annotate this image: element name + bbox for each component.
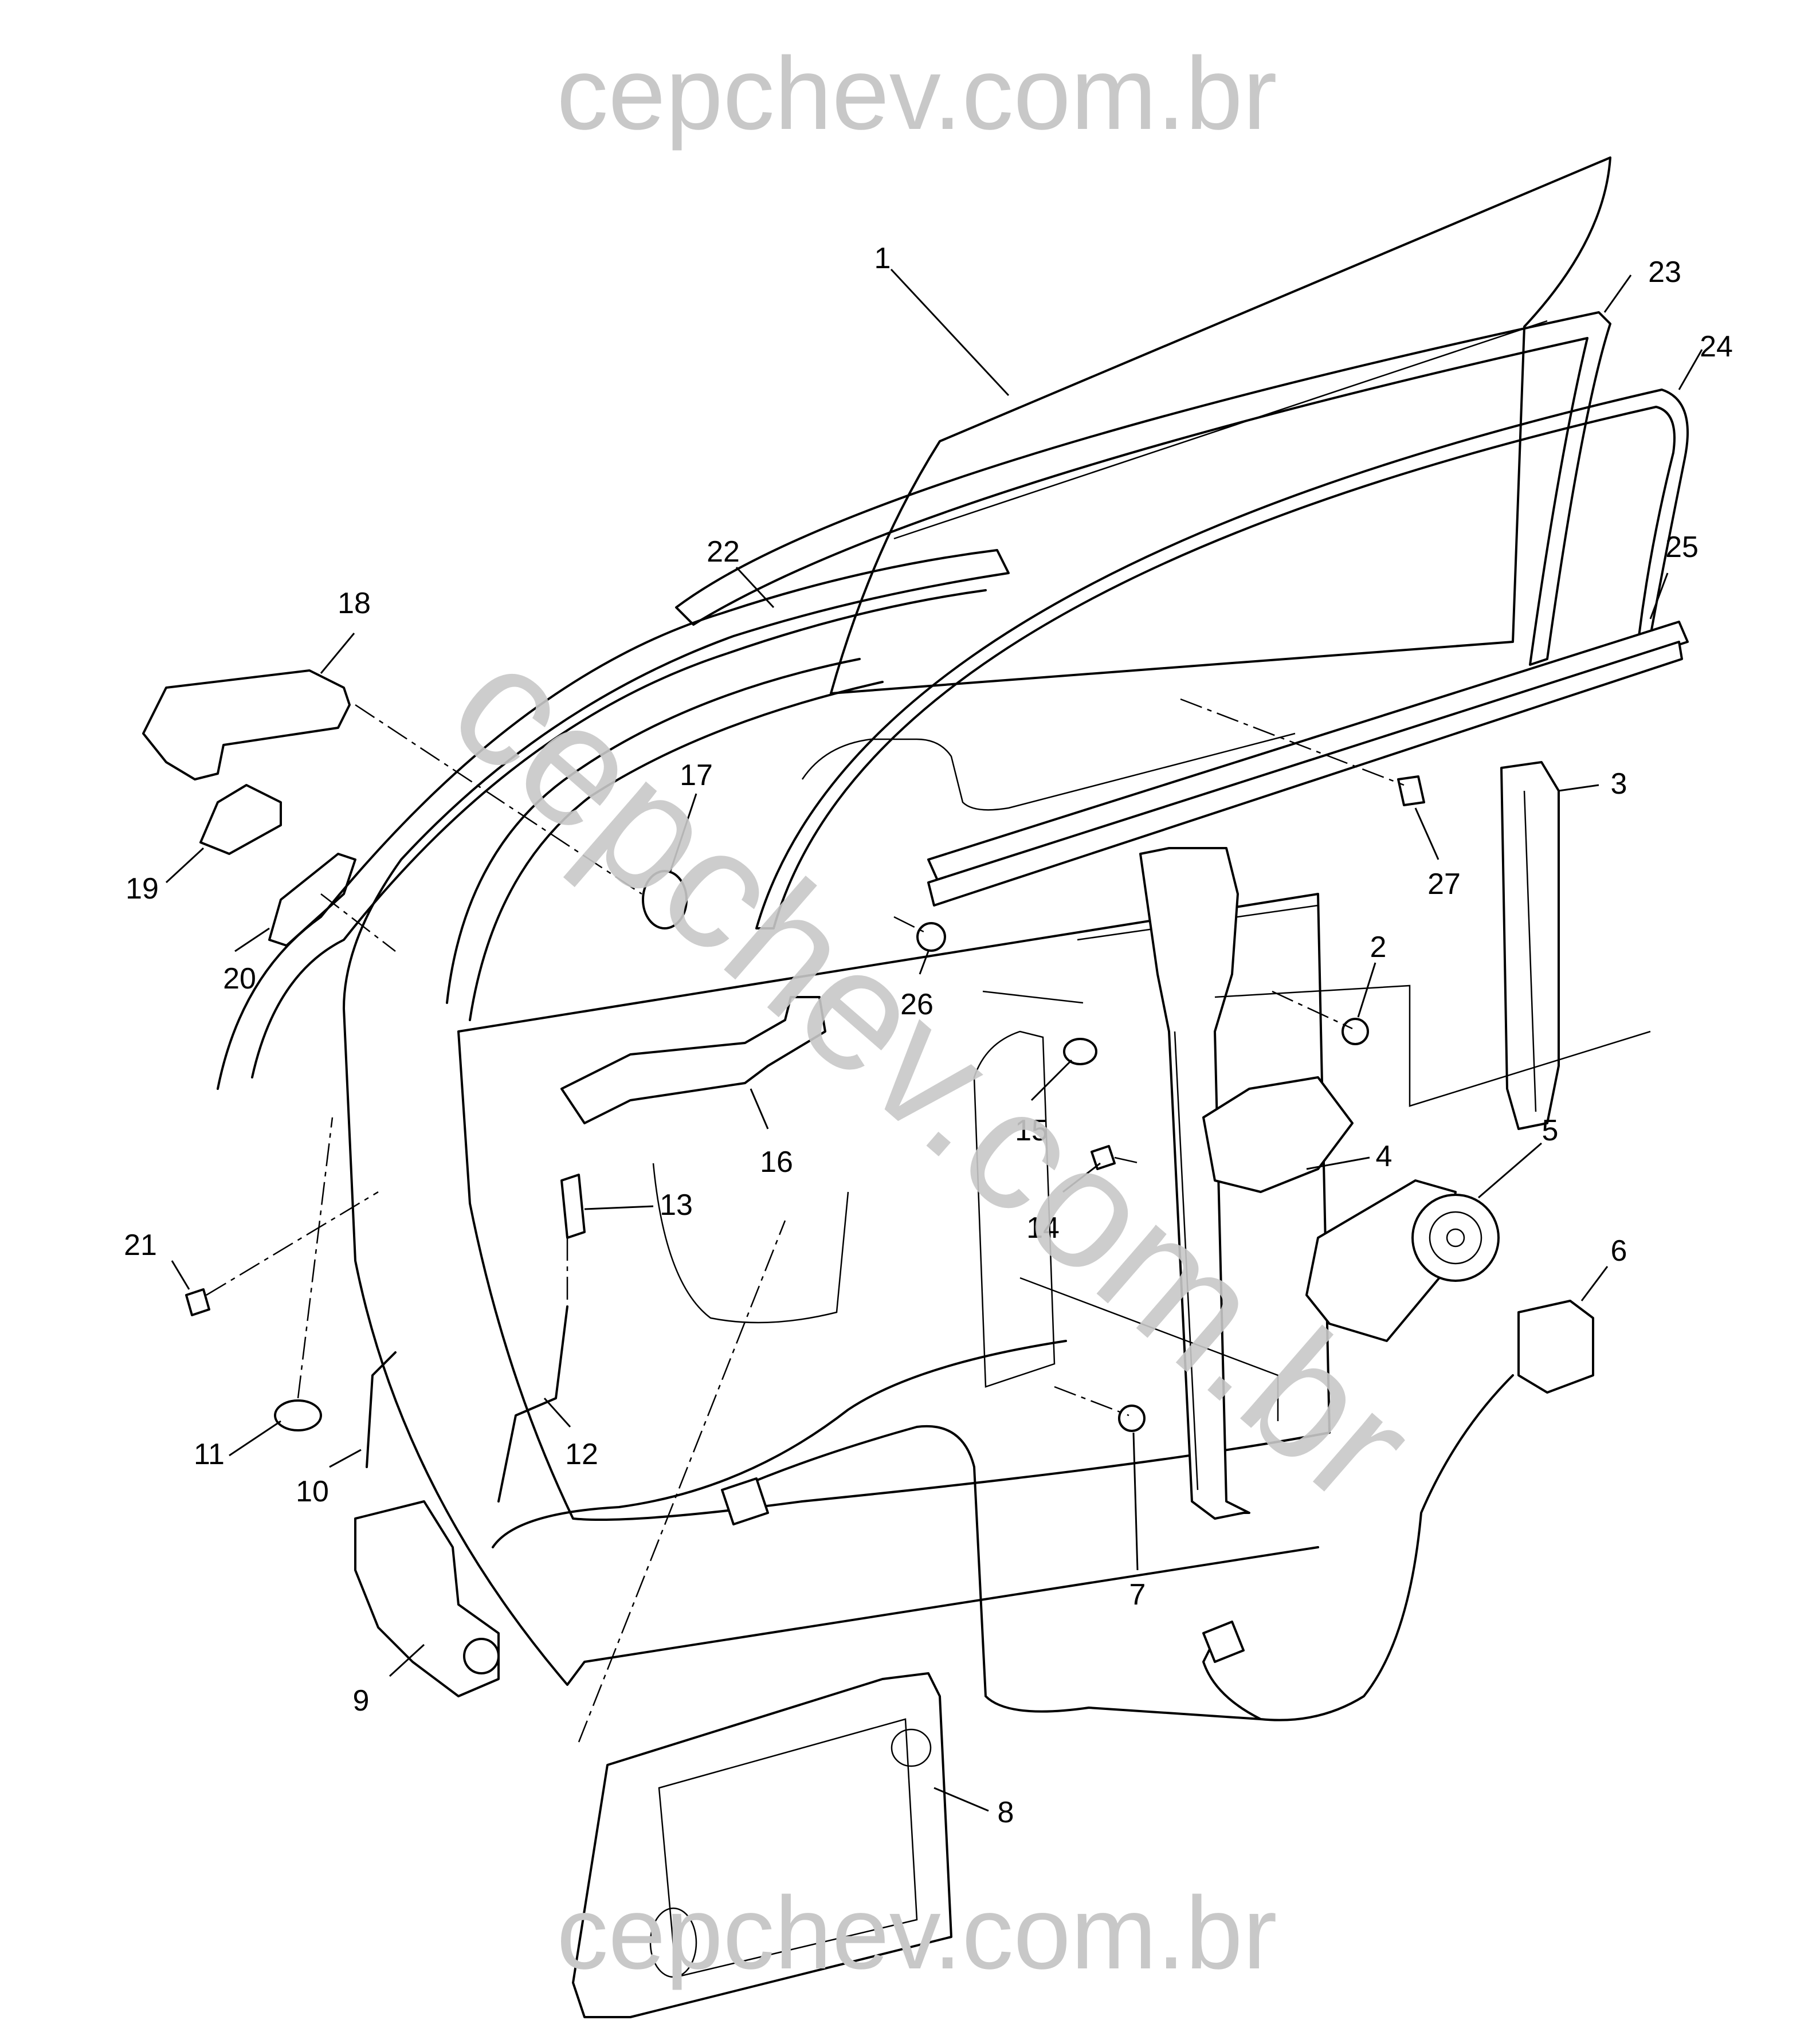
plug-17 [642, 870, 688, 929]
assembly-line-8 [578, 1220, 786, 1743]
callout-21: 21 [124, 1229, 157, 1262]
door-line-art [142, 156, 1689, 2018]
assembly-line-7 [1054, 1386, 1129, 1417]
assembly-line-18 [355, 704, 642, 895]
outside-handle-bracket [560, 996, 826, 1124]
nut-7 [1118, 1405, 1146, 1432]
callout-17: 17 [680, 759, 713, 792]
callout-23: 23 [1648, 256, 1681, 289]
callout-12: 12 [565, 1438, 598, 1471]
assembly-line-20 [320, 893, 396, 952]
assembly-line-26 [893, 916, 929, 935]
nut-26 [916, 922, 946, 952]
callout-1: 1 [874, 242, 891, 275]
lock-rod [366, 1351, 397, 1468]
callout-20: 20 [223, 962, 256, 995]
callout-6: 6 [1611, 1234, 1627, 1268]
callout-4: 4 [1376, 1140, 1393, 1173]
door-inner-panel [457, 893, 1331, 1521]
handle-cap [199, 784, 282, 855]
release-rod [497, 1305, 568, 1503]
callout-16: 16 [760, 1146, 793, 1179]
window-regulator [1139, 847, 1250, 1520]
screw-21 [185, 1288, 210, 1316]
callout-10: 10 [296, 1475, 329, 1508]
door-latch [354, 1500, 500, 1697]
nut-2 [1342, 1018, 1369, 1045]
callout-26: 26 [900, 988, 933, 1021]
belt-weatherstrip-outer [927, 621, 1689, 887]
callout-18: 18 [338, 587, 371, 620]
access-panel-deflector [572, 1672, 952, 2018]
bolt-14 [1091, 1145, 1116, 1170]
callout-27: 27 [1427, 868, 1461, 901]
callout-14: 14 [1026, 1211, 1060, 1245]
callout-13: 13 [660, 1188, 693, 1222]
callout-2: 2 [1370, 931, 1387, 964]
callout-9: 9 [353, 1684, 370, 1717]
callout-3: 3 [1611, 767, 1627, 801]
glass-run-channel-outer [675, 311, 1611, 666]
callout-15: 15 [1015, 1114, 1048, 1147]
wiring-connector-module [1517, 1300, 1594, 1394]
door-frame [217, 549, 1319, 1686]
pin-27 [1397, 775, 1425, 806]
window-glass [830, 156, 1611, 695]
callout-25: 25 [1665, 531, 1699, 564]
assembly-line-14 [1114, 1156, 1141, 1164]
wiring-harness [492, 1340, 1514, 1721]
callout-24: 24 [1700, 330, 1733, 363]
assembly-line-27 [1180, 698, 1405, 786]
assembly-line-2 [1272, 990, 1353, 1030]
handle-gasket [268, 853, 356, 947]
callout-22: 22 [707, 535, 740, 568]
callout-19: 19 [125, 872, 159, 905]
outside-door-handle [142, 669, 351, 780]
callout-8: 8 [998, 1796, 1014, 1829]
grommet-15 [1063, 1038, 1097, 1065]
callout-leaders [165, 268, 1703, 1812]
plug-11 [274, 1399, 322, 1431]
assembly-line-11 [297, 1117, 334, 1399]
callout-5: 5 [1542, 1114, 1559, 1147]
callout-11: 11 [194, 1438, 225, 1471]
callout-7: 7 [1129, 1578, 1146, 1611]
assembly-line-21 [206, 1191, 379, 1296]
watermark-top: cepchev.com.br [556, 36, 1277, 151]
regulator-motor [1305, 1179, 1500, 1342]
callout-labels: 1 2 3 4 5 6 7 8 9 10 11 12 13 14 15 16 1… [124, 242, 1733, 1829]
watermark-bottom: cepchev.com.br [556, 1876, 1277, 1991]
lock-cylinder [560, 1174, 586, 1239]
